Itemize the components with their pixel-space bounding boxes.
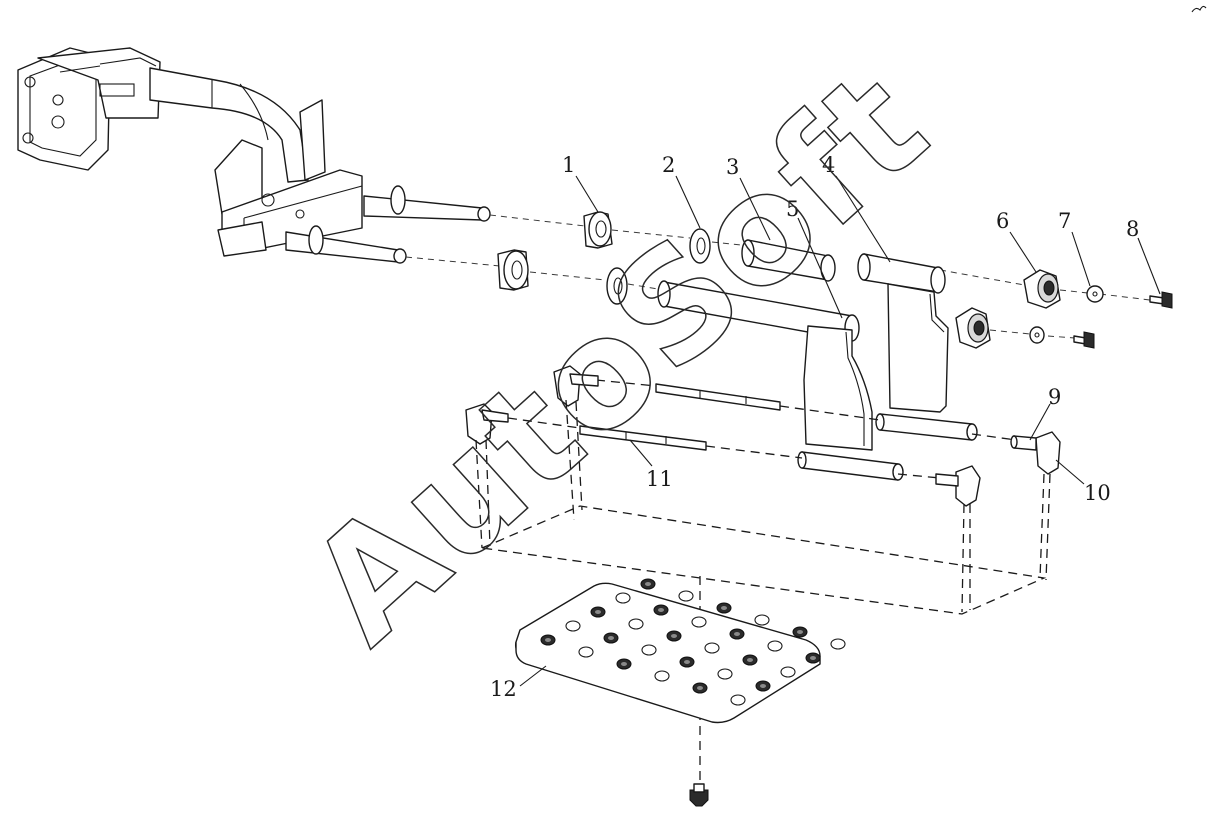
plate-hole xyxy=(717,668,733,680)
callout-11: 11 xyxy=(646,467,673,491)
plate-hole xyxy=(654,670,670,682)
plate-hole-center xyxy=(810,656,816,660)
callout-9: 9 xyxy=(1048,385,1061,409)
plate-hole xyxy=(704,642,720,654)
corner-mark-icon xyxy=(1191,5,1207,13)
part-7-washer xyxy=(1029,285,1104,344)
bottom-fastener xyxy=(689,783,709,807)
plate-hole xyxy=(615,592,631,604)
plate-hole xyxy=(628,618,644,630)
part-8-bolt xyxy=(1073,291,1173,349)
plate-hole xyxy=(830,638,846,650)
plate-hole-center xyxy=(684,660,690,664)
callout-6: 6 xyxy=(996,209,1009,233)
plate-hole xyxy=(780,666,796,678)
plate-hole-center xyxy=(621,662,627,666)
part-11-pin-rod xyxy=(579,383,781,451)
plate-hole-center xyxy=(747,658,753,662)
plate-hole-center xyxy=(545,638,551,642)
callout-8: 8 xyxy=(1126,217,1139,241)
part-12-step-plate xyxy=(514,582,821,724)
part-2-washer xyxy=(606,228,711,305)
plate-hole xyxy=(691,616,707,628)
plate-hole-center xyxy=(645,582,651,586)
callout-4: 4 xyxy=(822,153,835,177)
plate-hole-center xyxy=(608,636,614,640)
step-plate-holes xyxy=(540,578,846,706)
plate-hole-center xyxy=(734,632,740,636)
callout-7: 7 xyxy=(1058,209,1071,233)
plate-hole-center xyxy=(797,630,803,634)
plate-hole-center xyxy=(671,634,677,638)
plate-hole xyxy=(578,646,594,658)
part-5-plate xyxy=(803,325,873,451)
lower-tubes xyxy=(797,413,978,481)
callout-10: 10 xyxy=(1084,481,1111,505)
plate-hole xyxy=(767,640,783,652)
part-4-tube-bracket xyxy=(857,253,949,413)
part-3-tube xyxy=(657,239,860,342)
plate-hole xyxy=(678,590,694,602)
plate-hole xyxy=(730,694,746,706)
plate-hole-center xyxy=(697,686,703,690)
callout-12: 12 xyxy=(490,677,517,701)
plate-hole-center xyxy=(658,608,664,612)
main-step-bracket xyxy=(17,47,491,264)
plate-hole xyxy=(641,644,657,656)
part-9-sleeve xyxy=(1010,435,1037,451)
watermark: AutoSoft xyxy=(278,38,960,677)
plate-hole-center xyxy=(595,610,601,614)
plate-hole xyxy=(754,614,770,626)
callout-5: 5 xyxy=(786,197,799,221)
plate-hole-center xyxy=(760,684,766,688)
plate-hole xyxy=(565,620,581,632)
callout-1: 1 xyxy=(562,153,575,177)
part-10-clip xyxy=(465,365,1061,507)
plate-hole-center xyxy=(721,606,727,610)
part-6-nut xyxy=(955,269,1061,349)
callout-2: 2 xyxy=(662,153,675,177)
callout-3: 3 xyxy=(726,155,739,179)
